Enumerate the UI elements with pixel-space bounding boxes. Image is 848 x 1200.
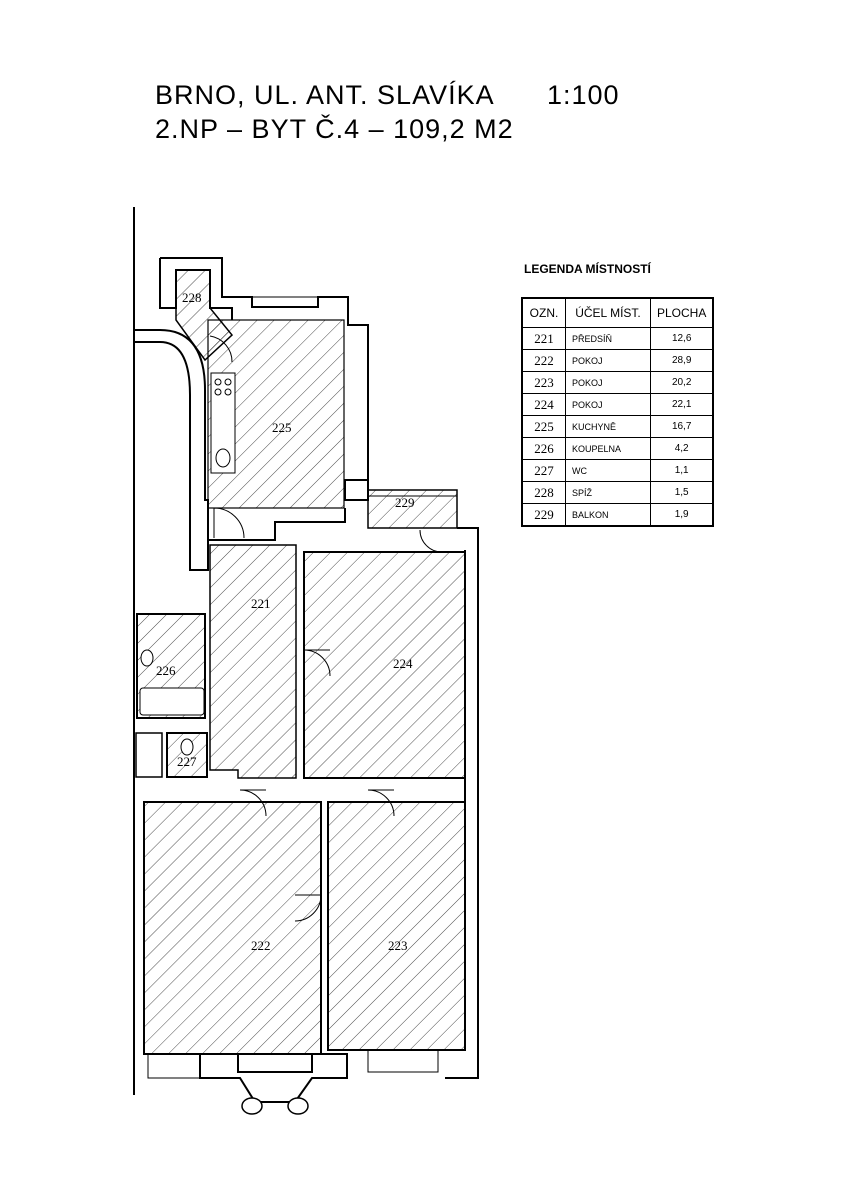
legend-header-row: OZN. ÚČEL MÍST. PLOCHA: [521, 297, 714, 328]
stove-burner: [224, 378, 232, 386]
wall-kitchen-bottom: [207, 508, 346, 541]
table-row: 226 KOUPELNA 4,2: [521, 437, 714, 460]
table-row: 224 POKOJ 22,1: [521, 393, 714, 416]
door-balcony: [419, 529, 443, 553]
room-code: 221: [521, 327, 566, 350]
wall-right-exterior: [445, 527, 479, 1079]
kitchen-counter: [210, 372, 236, 474]
room-area: 4,2: [650, 437, 714, 460]
label-228: 228: [182, 290, 202, 305]
bay-column-left: [241, 1097, 263, 1115]
legend-col-code: OZN.: [521, 297, 566, 328]
table-row: 221 PŘEDSÍŇ 12,6: [521, 327, 714, 350]
table-row: 223 POKOJ 20,2: [521, 371, 714, 394]
label-227: 227: [177, 754, 197, 769]
room-223: [327, 801, 466, 1051]
room-code: 225: [521, 415, 566, 438]
room-area: 1,9: [650, 503, 714, 527]
room-code: 222: [521, 349, 566, 372]
label-229: 229: [395, 495, 415, 510]
stove-burner: [214, 388, 222, 396]
room-228-pantry: [175, 269, 234, 362]
room-area: 16,7: [650, 415, 714, 438]
room-222: [143, 801, 322, 1055]
shaft: [135, 732, 163, 778]
room-code: 228: [521, 481, 566, 504]
table-row: 225 KUCHYNĚ 16,7: [521, 415, 714, 438]
room-purpose: POKOJ: [565, 349, 651, 372]
table-row: 227 WC 1,1: [521, 459, 714, 482]
legend-col-name: ÚČEL MÍST.: [565, 297, 651, 328]
windows: [147, 296, 439, 1079]
door-221-225: [213, 507, 245, 539]
room-labels: 228 225 229 221 224 226 227 222 223: [156, 290, 415, 953]
room-code: 227: [521, 459, 566, 482]
legend-col-area: PLOCHA: [650, 297, 714, 328]
room-221-hall: [209, 544, 297, 779]
room-purpose: POKOJ: [565, 371, 651, 394]
door-224: [303, 649, 331, 677]
room-area: 20,2: [650, 371, 714, 394]
room-purpose: PŘEDSÍŇ: [565, 327, 651, 350]
drawing-header: BRNO, UL. ANT. SLAVÍKA 1:100 2.NP – BYT …: [155, 78, 619, 146]
bay-window: [199, 1053, 348, 1103]
room-purpose: KUCHYNĚ: [565, 415, 651, 438]
room-area: 22,1: [650, 393, 714, 416]
label-221: 221: [251, 596, 271, 611]
room-purpose: BALKON: [565, 503, 651, 527]
room-area: 28,9: [650, 349, 714, 372]
wall-curved-corridor: [134, 329, 209, 571]
stove-burner: [214, 378, 222, 386]
room-purpose: POKOJ: [565, 393, 651, 416]
window-223: [367, 1049, 439, 1073]
header-scale: 1:100: [547, 80, 620, 110]
header-apartment: 2.NP – BYT Č.4 – 109,2 M2: [155, 114, 514, 144]
door-222-223: [294, 894, 322, 922]
window-kitchen: [251, 296, 319, 308]
label-224: 224: [393, 656, 413, 671]
wall-kitchen-outer: [160, 257, 369, 501]
door-222: [239, 789, 267, 817]
label-222: 222: [251, 938, 271, 953]
bathtub: [139, 687, 205, 716]
room-224: [303, 551, 466, 779]
header-address: BRNO, UL. ANT. SLAVÍKA: [155, 80, 495, 110]
label-223: 223: [388, 938, 408, 953]
room-purpose: WC: [565, 459, 651, 482]
room-purpose: KOUPELNA: [565, 437, 651, 460]
table-row: 222 POKOJ 28,9: [521, 349, 714, 372]
room-code: 223: [521, 371, 566, 394]
washbasin: [140, 649, 154, 667]
label-226: 226: [156, 663, 176, 678]
window-222: [147, 1053, 201, 1079]
label-225: 225: [272, 420, 292, 435]
legend-title: LEGENDA MÍSTNOSTÍ: [524, 262, 651, 276]
room-area: 12,6: [650, 327, 714, 350]
bay-column-right: [287, 1097, 309, 1115]
door-223: [367, 789, 395, 817]
room-code: 224: [521, 393, 566, 416]
room-purpose: SPÍŽ: [565, 481, 651, 504]
room-legend-table: OZN. ÚČEL MÍST. PLOCHA 221 PŘEDSÍŇ 12,6 …: [521, 297, 715, 527]
room-code: 229: [521, 503, 566, 527]
toilet: [180, 738, 194, 756]
room-area: 1,1: [650, 459, 714, 482]
stove-burner: [224, 388, 232, 396]
room-code: 226: [521, 437, 566, 460]
table-row: 229 BALKON 1,9: [521, 503, 714, 527]
kitchen-sink: [215, 448, 231, 468]
room-area: 1,5: [650, 481, 714, 504]
table-row: 228 SPÍŽ 1,5: [521, 481, 714, 504]
